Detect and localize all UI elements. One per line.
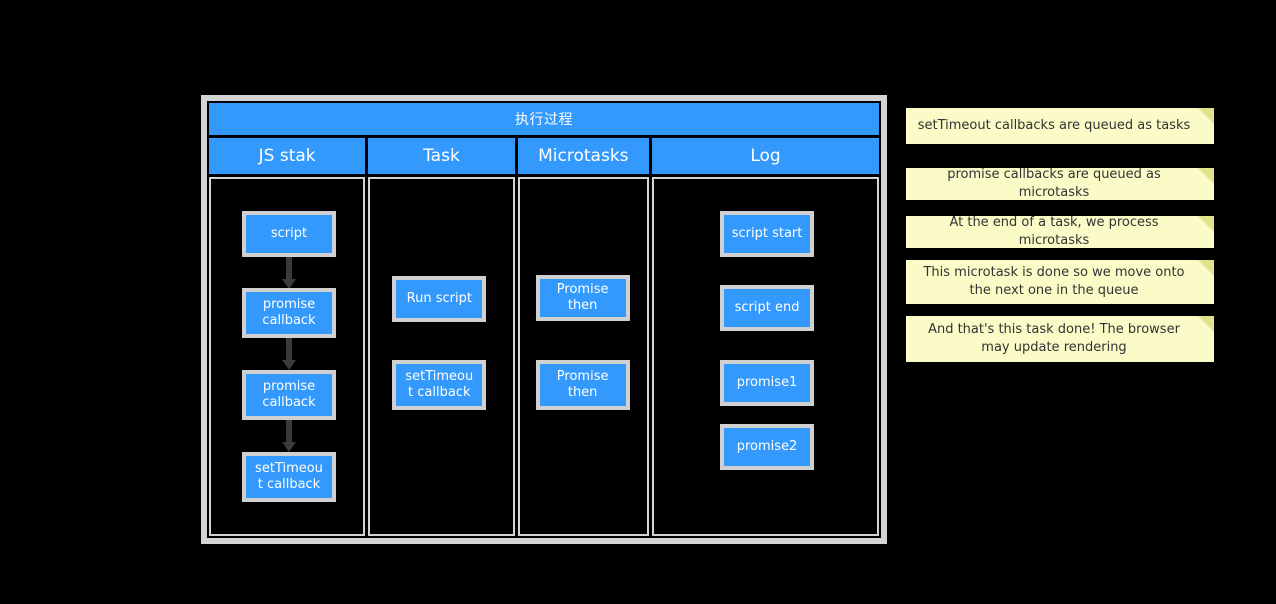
node-js-stack-promise-callback-1[interactable]: promise callback xyxy=(242,288,336,338)
note-fold-icon xyxy=(1198,260,1214,276)
note-fold-icon xyxy=(1198,316,1214,332)
node-js-stack-promise-callback-2[interactable]: promise callback xyxy=(242,370,336,420)
node-microtask-promise-then-1[interactable]: Promise then xyxy=(535,275,630,321)
execution-process-diagram: 执行过程 JS stak Task Microtasks Log script … xyxy=(201,95,887,544)
column-header-task: Task xyxy=(368,138,515,174)
stack-arrow-3-head xyxy=(282,442,296,452)
note-fold-icon xyxy=(1198,216,1214,232)
sticky-note-text: And that's this task done! The browser m… xyxy=(928,322,1180,355)
node-js-stack-script[interactable]: script xyxy=(242,211,336,257)
node-log-promise2[interactable]: promise2 xyxy=(720,424,815,470)
sticky-note-microtask-done[interactable]: This microtask is done so we move onto t… xyxy=(906,256,1218,304)
column-header-js-stack: JS stak xyxy=(209,138,366,174)
stack-arrow-2-head xyxy=(282,360,296,370)
node-log-script-start[interactable]: script start xyxy=(720,211,815,257)
node-log-script-end[interactable]: script end xyxy=(720,285,815,331)
sticky-note-text: setTimeout callbacks are queued as tasks xyxy=(917,118,1191,133)
note-fold-icon xyxy=(1198,168,1214,184)
node-task-run-script[interactable]: Run script xyxy=(392,276,487,322)
column-body-row: script promise callback promise callback… xyxy=(209,177,880,536)
sticky-note-end-of-task[interactable]: At the end of a task, we process microta… xyxy=(906,212,1218,248)
sticky-note-settimeout-tasks[interactable]: setTimeout callbacks are queued as tasks xyxy=(906,104,1218,144)
diagram-title: 执行过程 xyxy=(209,103,879,135)
node-microtask-promise-then-2[interactable]: Promise then xyxy=(535,360,630,410)
stack-arrow-3-line xyxy=(286,420,292,448)
sticky-note-task-done-rendering[interactable]: And that's this task done! The browser m… xyxy=(906,312,1218,362)
column-body-task: Run script setTimeou t callback xyxy=(368,177,515,536)
stack-arrow-1-line xyxy=(286,257,292,285)
stack-arrow-1-head xyxy=(282,279,296,289)
node-log-promise1[interactable]: promise1 xyxy=(720,360,815,406)
column-header-row: JS stak Task Microtasks Log xyxy=(209,138,879,174)
node-js-stack-settimeout-callback[interactable]: setTimeou t callback xyxy=(242,452,336,502)
sticky-note-promise-microtasks[interactable]: promise callbacks are queued as microtas… xyxy=(906,164,1218,200)
stack-arrow-2-line xyxy=(286,338,292,366)
column-header-microtasks: Microtasks xyxy=(517,138,650,174)
column-body-js-stack: script promise callback promise callback… xyxy=(209,177,366,536)
sticky-note-text: At the end of a task, we process microta… xyxy=(949,215,1159,248)
note-fold-icon xyxy=(1198,108,1214,124)
node-task-settimeout-callback[interactable]: setTimeou t callback xyxy=(392,360,487,410)
sticky-note-text: promise callbacks are queued as microtas… xyxy=(947,167,1161,200)
column-body-log: script start script end promise1 promise… xyxy=(652,177,880,536)
sticky-note-text: This microtask is done so we move onto t… xyxy=(923,265,1185,298)
column-body-microtasks: Promise then Promise then xyxy=(517,177,650,536)
column-header-log: Log xyxy=(652,138,879,174)
